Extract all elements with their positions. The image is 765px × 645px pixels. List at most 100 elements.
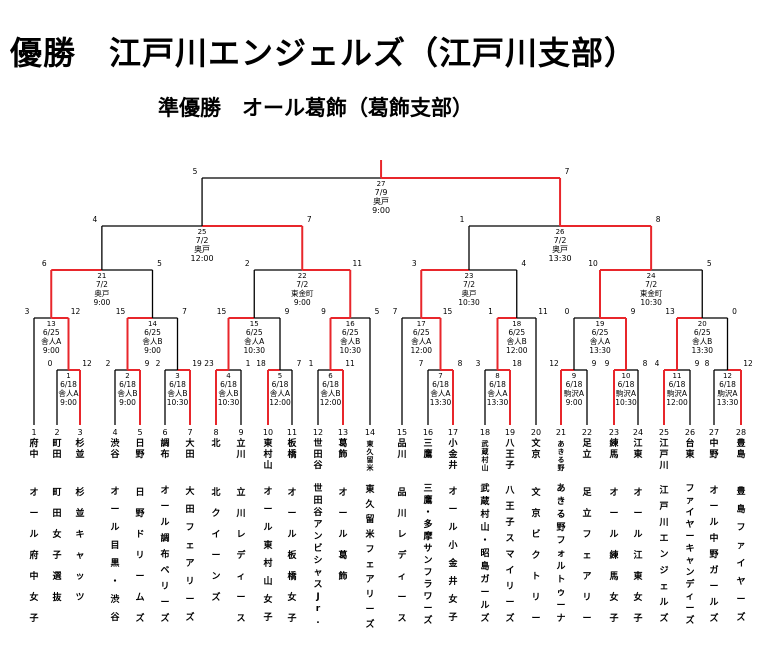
team-number: 17 <box>447 428 459 437</box>
match-date-16: 6/25 <box>342 328 359 337</box>
match-date-26: 7/2 <box>554 236 567 245</box>
score-8-left: 3 <box>476 359 481 368</box>
team-name: オール板橋女子 <box>287 488 297 624</box>
match-time-1: 9:00 <box>60 398 77 407</box>
match-number-10: 10 <box>622 372 631 380</box>
match-time-17: 12:00 <box>410 346 432 355</box>
team-name: ファイヤーキャンディーズ <box>685 484 695 626</box>
score-1-left: 0 <box>48 359 53 368</box>
runner-up-headline: 準優勝 オール葛飾（葛飾支部） <box>158 96 473 120</box>
team-branch: 武蔵村山 <box>481 440 489 472</box>
score-13-left: 3 <box>25 307 30 316</box>
match-date-2: 6/18 <box>119 380 136 389</box>
team-branch: 文京 <box>531 439 541 460</box>
score-3-left: 2 <box>156 359 161 368</box>
match-venue-7: 舎人A <box>430 389 451 398</box>
match-time-6: 12:00 <box>320 398 342 407</box>
team-number: 13 <box>337 428 349 437</box>
team-branch: 台東 <box>685 439 695 460</box>
match-venue-23: 奥戸 <box>462 288 477 298</box>
match-number-24: 24 <box>647 272 656 280</box>
team-name: 文京ビクトリー <box>531 488 541 624</box>
team-name: 杉並キャッツ <box>75 488 85 603</box>
score-15-right: 9 <box>285 307 290 316</box>
match-venue-8: 舎人A <box>487 389 508 398</box>
score-14-left: 15 <box>116 307 126 316</box>
match-time-10: 10:30 <box>615 398 637 407</box>
team-branch: 町田 <box>52 439 62 460</box>
score-5-left: 18 <box>256 359 266 368</box>
match-number-3: 3 <box>175 372 179 380</box>
match-venue-22: 東金町 <box>291 288 314 298</box>
team-branch: あきる野 <box>557 440 565 472</box>
match-venue-20: 舎人B <box>692 337 712 346</box>
match-date-27: 7/9 <box>375 188 388 197</box>
team-name: 八王子スマイリーズ <box>505 486 515 624</box>
team-number: 23 <box>608 428 620 437</box>
match-date-6: 6/18 <box>322 380 339 389</box>
match-venue-21: 奥戸 <box>94 288 109 298</box>
match-number-5: 5 <box>278 372 282 380</box>
score-3-right: 19 <box>192 359 202 368</box>
match-number-15: 15 <box>250 320 259 328</box>
match-time-25: 12:00 <box>191 254 214 263</box>
match-time-24: 10:30 <box>640 298 662 307</box>
match-time-8: 13:30 <box>487 398 509 407</box>
match-date-19: 6/25 <box>592 328 609 337</box>
team-name: 東久留米フェアリーズ <box>365 485 375 630</box>
score-23-left: 3 <box>412 259 417 268</box>
match-time-16: 10:30 <box>339 346 361 355</box>
match-time-21: 9:00 <box>93 298 110 307</box>
score-17-left: 7 <box>393 307 398 316</box>
match-time-26: 13:30 <box>549 254 572 263</box>
score-21-right: 5 <box>157 259 162 268</box>
team-name: オール府中女子 <box>29 488 39 624</box>
team-name: 武蔵村山・昭島ガールズ <box>480 484 490 624</box>
team-branch: 大田 <box>185 439 195 460</box>
team-branch: 立川 <box>236 439 246 460</box>
match-number-9: 9 <box>572 372 576 380</box>
match-number-25: 25 <box>198 228 207 236</box>
match-date-3: 6/18 <box>169 380 186 389</box>
score-18-right: 11 <box>538 307 548 316</box>
team-number: 18 <box>479 428 491 437</box>
team-number: 15 <box>396 428 408 437</box>
match-venue-27: 奥戸 <box>373 196 389 206</box>
match-number-14: 14 <box>148 320 157 328</box>
team-number: 12 <box>312 428 324 437</box>
score-24-right: 5 <box>707 259 712 268</box>
score-17-right: 15 <box>443 307 453 316</box>
match-date-21: 7/2 <box>96 280 108 289</box>
score-2-right: 9 <box>145 359 150 368</box>
match-date-15: 6/25 <box>246 328 263 337</box>
team-name: 大田フェアリーズ <box>185 487 195 623</box>
score-8-right: 18 <box>512 359 522 368</box>
match-venue-2: 舎人B <box>117 389 137 398</box>
team-branch: 品川 <box>397 439 407 460</box>
team-number: 9 <box>238 428 244 437</box>
match-venue-10: 駒沢A <box>616 388 637 398</box>
score-22-right: 11 <box>352 259 362 268</box>
match-date-5: 6/18 <box>272 380 289 389</box>
match-venue-11: 駒沢A <box>667 388 688 398</box>
team-branch: 練馬 <box>609 439 619 460</box>
match-date-8: 6/18 <box>489 380 506 389</box>
team-branch: 府中 <box>29 439 39 460</box>
match-number-17: 17 <box>417 320 426 328</box>
team-branch: 日野 <box>135 439 145 460</box>
team-name: 三鷹・多摩サンフラワーズ <box>423 484 433 626</box>
match-date-10: 6/18 <box>618 380 635 389</box>
team-name: オール練馬女子 <box>609 488 619 624</box>
score-11-left: 4 <box>655 359 660 368</box>
winner-headline: 優勝 江戸川エンジェルズ（江戸川支部） <box>10 34 638 72</box>
team-branch: 足立 <box>582 439 592 460</box>
score-15-left: 15 <box>217 307 227 316</box>
match-time-9: 9:00 <box>566 398 583 407</box>
team-number: 1 <box>31 428 37 437</box>
team-number: 6 <box>162 428 168 437</box>
score-2-left: 2 <box>106 359 111 368</box>
match-number-26: 26 <box>556 228 565 236</box>
match-date-4: 6/18 <box>220 380 237 389</box>
